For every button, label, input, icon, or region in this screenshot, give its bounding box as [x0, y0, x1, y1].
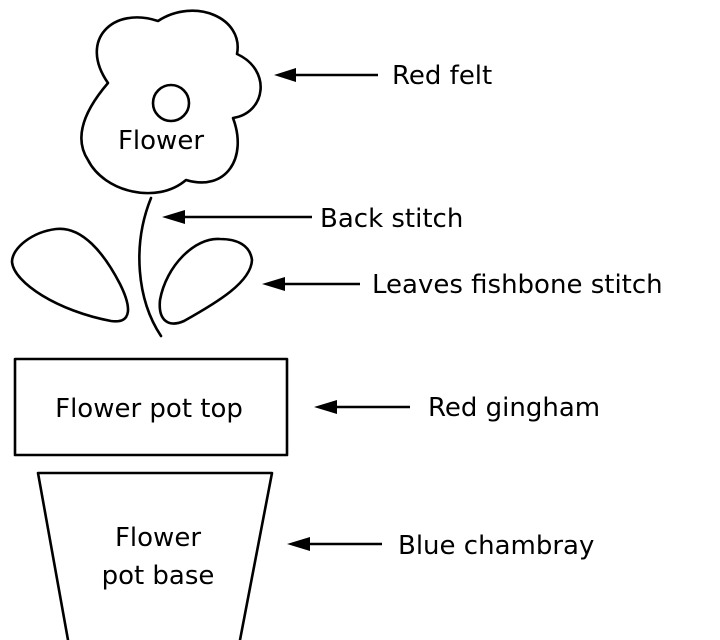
pot-base-label-line2: pot base [102, 561, 215, 591]
leaves-callout: Leaves fishbone stitch [372, 270, 663, 300]
leaves-arrow [262, 277, 360, 291]
flower-center [153, 85, 189, 121]
pot-base-arrow [287, 537, 382, 551]
pot-base-shape [38, 473, 272, 640]
left-leaf [12, 229, 128, 322]
pot-base-label-line1: Flower [115, 523, 201, 553]
stem-callout: Back stitch [320, 204, 463, 234]
flower-label: Flower [118, 126, 204, 156]
flower-arrow [274, 68, 378, 82]
stem-line [139, 198, 161, 336]
flower-shape [81, 11, 260, 193]
pot-top-label: Flower pot top [55, 394, 243, 424]
right-leaf [160, 239, 252, 324]
flower-callout: Red felt [392, 61, 492, 91]
pot-top-arrow [314, 400, 410, 414]
stem-arrow [162, 210, 312, 224]
pot-base-callout: Blue chambray [398, 531, 594, 561]
pot-top-callout: Red gingham [428, 393, 600, 423]
